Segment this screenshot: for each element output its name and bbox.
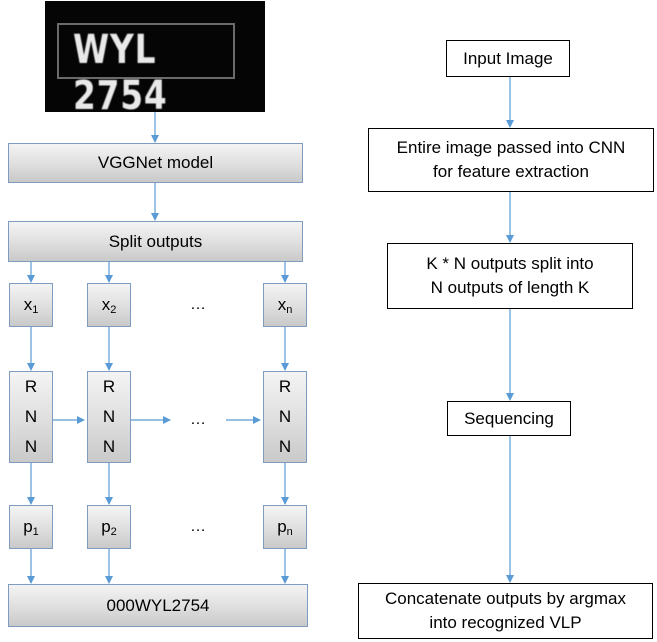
rnn-node-n-line-2: N <box>278 407 292 426</box>
flow-step-concatenate: Concatenate outputs by argmax into recog… <box>358 583 653 639</box>
p-node-1: p1 <box>9 505 53 549</box>
vggnet-model-label: VGGNet model <box>97 153 214 172</box>
rnn-node-1-line-3: N <box>24 437 38 456</box>
rnn-node-2-line-3: N <box>102 437 116 456</box>
rnn-node-2-line-2: N <box>102 407 116 426</box>
p-node-n-label: pn <box>277 516 293 538</box>
flow-step-sequencing-label: Sequencing <box>464 408 554 428</box>
x-node-1-label: x1 <box>23 294 39 316</box>
flow-step-cnn-line-1: Entire image passed into CNN <box>396 138 626 157</box>
rnn-node-1-line-1: R <box>24 377 38 396</box>
x-node-n-label: xn <box>277 294 293 316</box>
p-ellipsis: … <box>190 518 206 535</box>
x-node-n: xn <box>263 283 307 327</box>
rnn-ellipsis: … <box>190 411 206 428</box>
x-node-1: x1 <box>9 283 53 327</box>
flow-step-sequencing: Sequencing <box>447 401 571 436</box>
flow-step-concatenate-line-2: into recognized VLP <box>429 613 582 632</box>
flow-step-split-line-1: K * N outputs split into <box>426 254 594 273</box>
output-box: 000WYL2754 <box>8 584 308 627</box>
rnn-node-1: R N N <box>9 371 53 463</box>
x-node-2-label: x2 <box>101 294 117 316</box>
flow-step-split-line-2: N outputs of length K <box>430 278 590 297</box>
split-outputs-box: Split outputs <box>8 221 303 262</box>
p-node-n: pn <box>263 505 307 549</box>
x-ellipsis: … <box>190 296 206 313</box>
flow-step-cnn: Entire image passed into CNN for feature… <box>368 128 654 192</box>
rnn-node-n-line-1: R <box>278 377 292 396</box>
flow-step-input-image: Input Image <box>446 40 570 77</box>
split-outputs-label: Split outputs <box>108 231 203 251</box>
vggnet-model-box: VGGNet model <box>8 143 303 183</box>
p-node-1-label: p1 <box>23 516 39 538</box>
p-node-2-label: p2 <box>101 516 117 538</box>
output-label: 000WYL2754 <box>106 595 210 615</box>
rnn-node-1-line-2: N <box>24 407 38 426</box>
p-node-2: p2 <box>87 505 131 549</box>
x-node-2: x2 <box>87 283 131 327</box>
flow-step-concatenate-line-1: Concatenate outputs by argmax <box>385 589 626 608</box>
rnn-node-n: R N N <box>263 371 307 463</box>
flow-step-cnn-line-2: for feature extraction <box>433 162 589 181</box>
flow-step-input-image-label: Input Image <box>463 48 553 68</box>
flow-step-split: K * N outputs split into N outputs of le… <box>387 243 633 309</box>
plate-text: WYL 2754 <box>73 27 168 119</box>
license-plate-image: WYL 2754 <box>45 1 265 119</box>
plate-frame <box>57 23 235 79</box>
rnn-node-n-line-3: N <box>278 437 292 456</box>
rnn-node-2-line-1: R <box>102 377 116 396</box>
rnn-node-2: R N N <box>87 371 131 463</box>
